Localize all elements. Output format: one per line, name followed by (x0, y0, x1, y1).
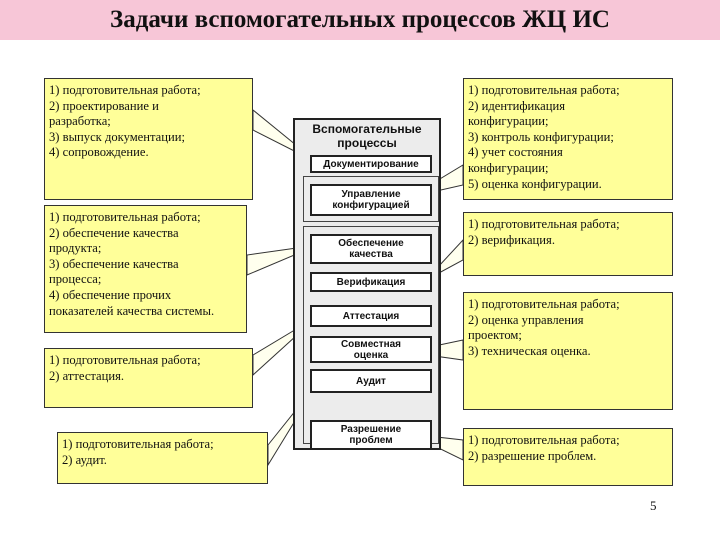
note-line: 4) учет состояния (468, 145, 563, 160)
process-joint-line-1: Совместная (340, 338, 402, 350)
center-title-line-1: Вспомогательные (312, 122, 422, 136)
note-line: процесса; (49, 272, 102, 287)
process-problem-line-2: проблем (349, 435, 393, 446)
note-line: конфигурации; (468, 114, 549, 129)
note-line: 3) контроль конфигурации; (468, 129, 614, 144)
process-problem-line-1: Разрешение (340, 424, 402, 435)
note-line: продукта; (49, 241, 102, 256)
note-line: 1) подготовительная работа; (49, 353, 201, 367)
note-audit-tasks: 1) подготовительная работа; 2) аудит. (57, 432, 268, 484)
note-joint-review-tasks: 1) подготовительная работа; 2) оценка уп… (463, 292, 673, 410)
note-line: 1) подготовительная работа; (49, 210, 201, 224)
note-line: 1) подготовительная работа; (468, 297, 620, 311)
note-line: 4) сопровождение. (49, 145, 149, 160)
process-config-line-1: Управление (341, 189, 401, 200)
process-joint-line-2: оценка (353, 349, 389, 361)
auxiliary-processes-title: Вспомогательные процессы (296, 122, 438, 150)
page-title: Задачи вспомогательных процессов ЖЦ ИС (110, 6, 610, 33)
note-line: 1) подготовительная работа; (49, 83, 201, 97)
note-line: конфигурации; (468, 160, 549, 175)
process-config-management: Управление конфигурацией (310, 184, 432, 216)
process-qa-line-2: качества (349, 249, 393, 260)
note-documenting-tasks: 1) подготовительная работа; 2) проектиро… (44, 78, 253, 200)
page-number: 5 (650, 498, 657, 513)
group-frame-top (303, 176, 439, 222)
note-configuration-tasks: 1) подготовительная работа; 2) идентифик… (463, 78, 673, 200)
note-attestation-tasks: 1) подготовительная работа; 2) аттестаци… (44, 348, 253, 408)
note-line: 2) верификация. (468, 232, 555, 247)
title-bar (0, 0, 720, 40)
process-documenting: Документирование (310, 155, 432, 173)
note-line: проектом; (468, 328, 522, 343)
note-line: 1) подготовительная работа; (468, 433, 620, 447)
process-verification: Верификация (310, 272, 432, 292)
note-line: 2) обеспечение качества (49, 225, 179, 240)
note-line: 2) проектирование и (49, 98, 159, 113)
note-quality-assurance-tasks: 1) подготовительная работа; 2) обеспечен… (44, 205, 247, 333)
process-verification-label: Верификация (336, 276, 406, 288)
note-line: 2) аудит. (62, 452, 107, 467)
note-line: 1) подготовительная работа; (468, 83, 620, 97)
note-line: 2) идентификация (468, 98, 566, 113)
process-joint-review: Совместная оценка (310, 336, 432, 363)
process-quality-assurance: Обеспечение качества (310, 234, 432, 264)
note-line: разработка; (49, 114, 111, 129)
note-line: 3) обеспечение качества (49, 256, 179, 271)
process-documenting-label: Документирование (323, 158, 419, 170)
process-audit-label: Аудит (356, 375, 386, 387)
note-line: 2) аттестация. (49, 368, 125, 383)
note-line: 4) обеспечение прочих (49, 287, 172, 302)
process-problem-resolution: Разрешение проблем (310, 420, 432, 450)
process-attestation: Аттестация (310, 305, 432, 327)
process-qa-line-1: Обеспечение (338, 238, 404, 249)
note-line: 3) техническая оценка. (468, 343, 591, 358)
note-line: 5) оценка конфигурации. (468, 176, 602, 191)
note-line: 3) выпуск документации; (49, 129, 185, 144)
note-line: 2) разрешение проблем. (468, 448, 597, 463)
process-audit: Аудит (310, 369, 432, 393)
note-verification-tasks: 1) подготовительная работа; 2) верификац… (463, 212, 673, 276)
note-problem-resolution-tasks: 1) подготовительная работа; 2) разрешени… (463, 428, 673, 486)
center-title-line-2: процессы (337, 136, 397, 150)
note-line: 2) оценка управления (468, 312, 584, 327)
process-attestation-label: Аттестация (342, 310, 400, 322)
process-config-line-2: конфигурацией (332, 200, 410, 211)
note-line: показателей качества системы. (49, 303, 215, 318)
note-line: 1) подготовительная работа; (468, 217, 620, 231)
note-line: 1) подготовительная работа; (62, 437, 214, 451)
